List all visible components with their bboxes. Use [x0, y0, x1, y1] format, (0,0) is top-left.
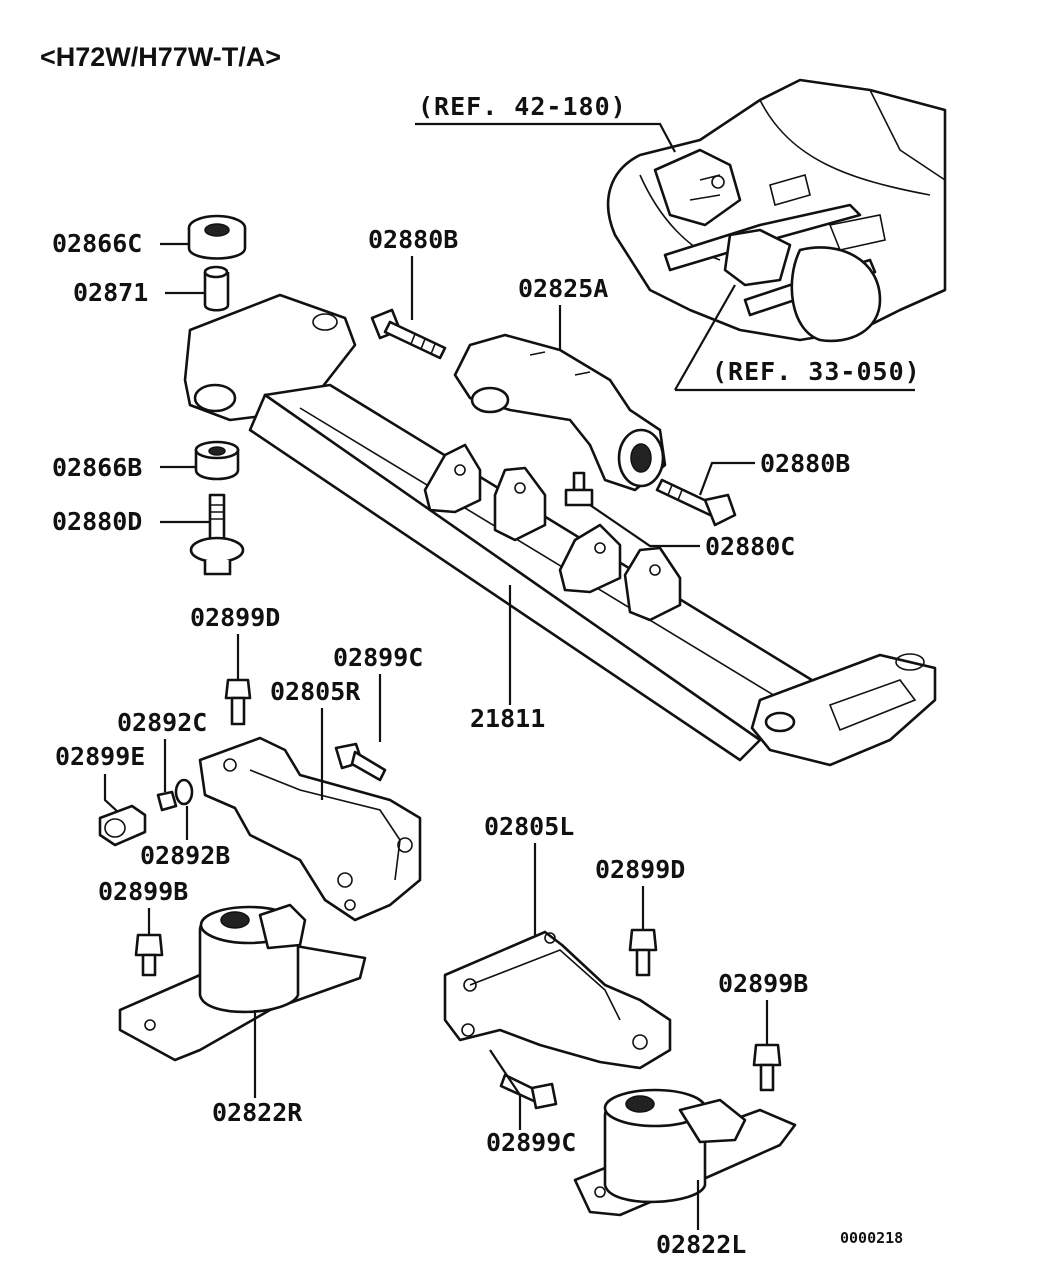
nut-02899E — [98, 804, 147, 847]
label-02899C-top: 02899C — [333, 643, 423, 672]
washer-02892B — [174, 778, 194, 806]
collar-02871 — [203, 265, 230, 312]
bolt-02899D-left — [224, 678, 252, 726]
transmission-mount-02825A — [453, 333, 667, 492]
ref-42-180-leader — [415, 122, 676, 153]
label-02892B: 02892B — [140, 841, 230, 870]
bolt-02880C — [564, 471, 594, 507]
label-02892C: 02892C — [117, 708, 207, 737]
label-02866B: 02866B — [52, 453, 142, 482]
ref-33-050: (REF. 33-050) — [712, 357, 921, 386]
nut-02892C — [156, 790, 178, 812]
bolt-02899B-right — [752, 1043, 782, 1092]
mount-insulator-02822L — [573, 1088, 797, 1217]
label-02822L: 02822L — [656, 1230, 746, 1259]
label-02899B-left: 02899B — [98, 877, 188, 906]
bolt-02899C-top — [334, 742, 387, 782]
bolt-02899D-right — [628, 928, 658, 977]
leader-02880C — [589, 504, 700, 548]
label-02899D-left: 02899D — [190, 603, 280, 632]
mount-insulator-02822R — [118, 903, 367, 1062]
label-02899E: 02899E — [55, 742, 145, 771]
ref-33-050-leader — [674, 284, 915, 392]
figure-code: 0000218 — [840, 1229, 903, 1247]
label-02866C: 02866C — [52, 229, 142, 258]
leader-02880B-right — [698, 461, 755, 496]
label-02899C-bottom: 02899C — [486, 1128, 576, 1157]
label-02822R: 02822R — [212, 1098, 303, 1127]
label-02880B-right: 02880B — [760, 449, 850, 478]
label-02880C: 02880C — [705, 532, 795, 561]
engine-bracket-02805R — [198, 736, 422, 922]
label-02899D-right: 02899D — [595, 855, 685, 884]
label-02805L: 02805L — [484, 812, 574, 841]
label-02899B-right: 02899B — [718, 969, 808, 998]
engine-bay-inset — [606, 78, 947, 343]
leader-02899C-bottom — [489, 1049, 522, 1130]
label-02871: 02871 — [73, 278, 148, 307]
ref-42-180: (REF. 42-180) — [418, 92, 627, 121]
engine-bracket-02805L — [443, 930, 672, 1070]
bolt-02880B-top — [370, 308, 447, 360]
crossmember-21811 — [183, 293, 937, 767]
diagram-title: <H72W/H77W-T/A> — [40, 42, 281, 72]
bolt-02880D — [189, 493, 245, 576]
label-02880D: 02880D — [52, 507, 142, 536]
bushing-02866C — [187, 214, 247, 260]
leader-02899E — [103, 774, 119, 813]
bolt-02880B-right — [655, 478, 737, 527]
bushing-02866B — [194, 440, 240, 481]
label-02805R: 02805R — [270, 677, 361, 706]
label-02825A: 02825A — [518, 274, 608, 303]
bolt-02899C-bottom — [499, 1073, 558, 1110]
label-02880B-top: 02880B — [368, 225, 458, 254]
bolt-02899B-left — [134, 933, 164, 977]
label-21811: 21811 — [470, 704, 545, 733]
